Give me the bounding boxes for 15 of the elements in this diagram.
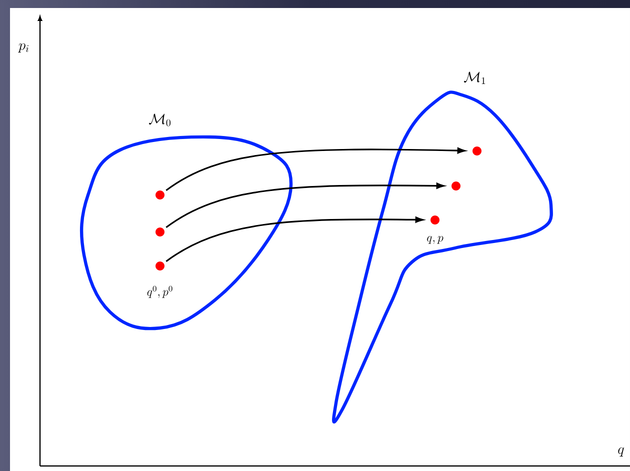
point-label: $q,p$ [427,236,444,244]
point-dot [156,262,164,270]
axis-label: $q$ [618,447,624,456]
point-dot [156,190,164,200]
point-dot [452,182,460,190]
point-dot [472,146,482,156]
point-label: $q^0,p^0$ [147,286,172,298]
node-label: $\mathcal{M}_0$ [149,114,170,126]
axis-label: $p_i$ [18,43,28,52]
point-dot [156,228,164,236]
arrow [166,216,424,262]
node-label: $\mathcal{M}_1$ [464,72,486,84]
arrow [166,182,444,228]
arrow [166,148,466,192]
point-dot [430,216,440,224]
